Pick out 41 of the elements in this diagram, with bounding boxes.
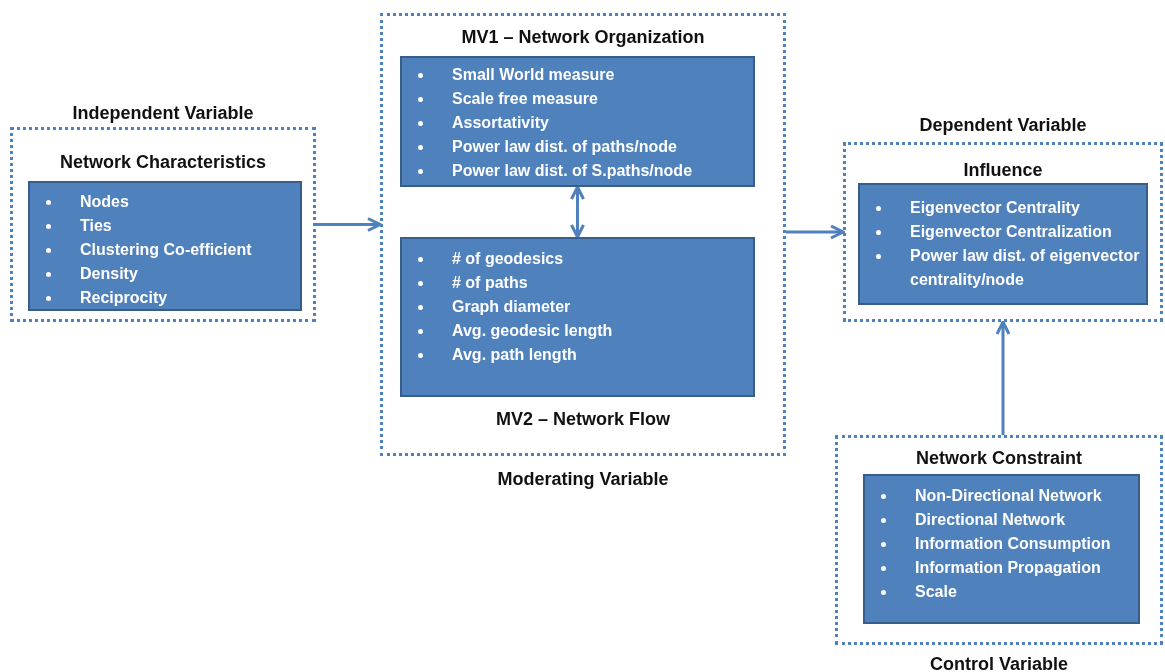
group-heading: Control Variable: [929, 654, 1068, 672]
group-heading: Network Characteristics: [59, 152, 267, 172]
list-box: [400, 237, 755, 397]
group-heading: MV2 – Network Flow: [495, 409, 670, 429]
list-item: Non-Directional Network: [915, 487, 1102, 504]
list-item: Eigenvector Centrality: [910, 199, 1080, 216]
list-item: Nodes: [80, 193, 129, 210]
list-item: Directional Network: [915, 511, 1066, 528]
list-box: [863, 474, 1140, 624]
list-item: Information Propagation: [915, 559, 1101, 576]
list-item: Density: [80, 265, 138, 282]
list-item: Power law dist. of S.paths/node: [452, 162, 693, 179]
list-item: Eigenvector Centralization: [910, 223, 1112, 240]
arrow: [316, 217, 382, 232]
arrow: [995, 320, 1011, 435]
list-box: [28, 181, 302, 311]
list-item: Small World measure: [452, 66, 615, 83]
arrow: [570, 185, 585, 239]
group-heading: Dependent Variable: [919, 115, 1087, 135]
list-item: # of geodesics: [452, 250, 564, 267]
list-item: Avg. geodesic length: [452, 322, 613, 339]
list-box: [858, 183, 1148, 305]
group-heading: MV1 – Network Organization: [461, 27, 705, 47]
list-item: Graph diameter: [452, 298, 571, 315]
group-heading: Independent Variable: [72, 103, 254, 123]
group-heading: Network Constraint: [916, 448, 1082, 468]
list-item: Reciprocity: [80, 289, 168, 306]
list-item: Avg. path length: [452, 346, 577, 363]
list-item: Information Consumption: [915, 535, 1111, 552]
list-item: Scale: [915, 583, 957, 600]
list-item: Assortativity: [452, 114, 549, 131]
list-item: Power law dist. of eigenvector centrality/node: [910, 247, 1140, 288]
list-item: Power law dist. of paths/node: [452, 138, 677, 155]
list-item: Ties: [80, 217, 112, 234]
list-item: Scale free measure: [452, 90, 598, 107]
arrow: [786, 224, 845, 240]
list-item: # of paths: [452, 274, 528, 291]
group-heading: Moderating Variable: [497, 469, 669, 489]
group-heading: Influence: [963, 160, 1043, 180]
list-item: Clustering Co-efficient: [80, 241, 252, 258]
list-box: [400, 56, 755, 187]
